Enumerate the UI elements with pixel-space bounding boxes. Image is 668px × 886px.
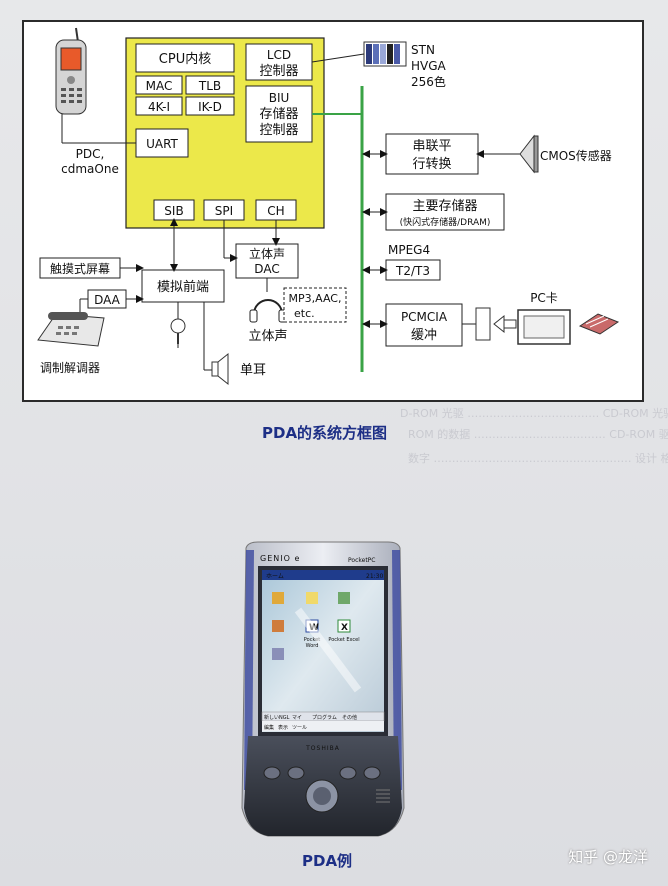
watermark: 知乎 @龙洋 (568, 848, 648, 866)
touch-screen-label: 触摸式屏幕 (50, 262, 110, 276)
figure-2-caption: PDA例 (302, 852, 353, 870)
cell-phone-icon (55, 27, 87, 115)
cpu-core-box (135, 43, 235, 73)
cmos-sensor-label: CMOS传感器 (540, 148, 612, 163)
cache-d-label: IK-D (198, 100, 222, 114)
analog-front-end-box (141, 269, 225, 303)
biu-controller-label: 控制器 (259, 123, 298, 138)
ghost-text-line3: 数字 ……………………………………………… 设计 格式 (408, 452, 668, 465)
serial-label-2: 行转换 (412, 157, 451, 172)
mp3-aac-label-1: MP3,AAC, (289, 292, 342, 305)
stereo-dac-label-1: 立体声 (249, 246, 285, 261)
serial-label-1: 串联平 (412, 139, 451, 154)
system-block-diagram: CPU内核 MAC TLB 4K-I IK-D LCD 控制器 BIU 存储器 … (22, 20, 644, 402)
pda-task-tool: ツール (292, 725, 307, 731)
memory-card-icon (578, 313, 620, 335)
mac-box (135, 75, 183, 95)
pda-hardware-buttons (263, 766, 381, 780)
uart-label: UART (146, 137, 178, 151)
figure-1-caption: PDA的系统方框图 (262, 424, 388, 442)
modem-label: 调制解调器 (40, 361, 100, 375)
pda-brand-label: GENIO e (260, 554, 300, 563)
ghost-text-line1: D-ROM 光驱 ……………………………… CD-ROM 光驱 (400, 407, 668, 420)
stereo-dac-label-2: DAC (254, 262, 279, 276)
pda-word-label-1: Pocket (304, 637, 320, 643)
pc-card-icon (517, 309, 571, 345)
uart-box (135, 128, 189, 158)
pc-card-slot-icon (475, 307, 517, 341)
lcd-label: LCD (267, 48, 291, 62)
hvga-label: HVGA (411, 59, 447, 73)
main-memory-label: 主要存储器 (412, 199, 477, 214)
microphone-icon (170, 318, 186, 344)
pcmcia-label: PCMCIA (401, 310, 448, 324)
pda-task-new: 新しいNGL (264, 714, 290, 721)
headphones-icon (249, 299, 287, 323)
ghost-text-line2: ROM 的数据 ……………………………… CD-ROM 驱动 (408, 428, 668, 441)
analog-front-end-label: 模拟前端 (157, 279, 209, 295)
t2t3-label: T2/T3 (395, 264, 430, 278)
buffer-label: 缓冲 (411, 328, 437, 343)
pda-task-prog: プログラム (312, 714, 337, 721)
stn-label: STN (411, 43, 435, 57)
pda-task-aux: その他 (342, 714, 357, 721)
lcd-panel-icon (363, 41, 407, 67)
cache-i-label: 4K-I (148, 100, 170, 114)
pda-word-label-2: Word (306, 643, 319, 649)
pda-task-my: マイ (292, 715, 302, 721)
tlb-box (185, 75, 235, 95)
cache-d-box (185, 96, 235, 116)
spi-label: SPI (215, 204, 233, 218)
mpeg4-label: MPEG4 (388, 243, 430, 257)
pda-title-bar (262, 570, 384, 580)
telephone-modem-icon (37, 312, 105, 347)
main-memory-box (385, 193, 505, 231)
color-depth-label: 256色 (411, 75, 446, 89)
pdc-label: PDC, (76, 147, 105, 161)
pda-task-edit: 編集 (264, 724, 274, 731)
lcd-controller-label: 控制器 (259, 64, 298, 79)
block-diagram-svg: CPU内核 MAC TLB 4K-I IK-D LCD 控制器 BIU 存储器 … (37, 27, 620, 386)
pda-title: ホーム (266, 573, 284, 580)
pda-excel-label: Pocket Excel (328, 637, 359, 643)
biu-box (245, 85, 313, 143)
sib-label: SIB (164, 204, 183, 218)
pc-card-label: PC卡 (530, 291, 558, 305)
pda-excel-icon: X (341, 623, 348, 633)
cache-i-box (135, 96, 183, 116)
tlb-label: TLB (198, 79, 221, 93)
cdmaone-label: cdmaOne (61, 162, 119, 176)
pda-device-photo: GENIO e PocketPC ホーム 21:30 W X Pocket Wo… (238, 540, 408, 838)
biu-label: BIU (269, 91, 290, 105)
cmos-sensor-icon (519, 134, 539, 174)
pda-time: 21:30 (366, 573, 383, 580)
main-memory-sublabel: (快闪式存储器/DRAM) (400, 216, 491, 228)
pda-maker-label: TOSHIBA (305, 745, 340, 752)
biu-memory-label: 存储器 (259, 107, 298, 122)
lcd-controller-box (245, 43, 313, 81)
mac-label: MAC (146, 79, 173, 93)
pda-pocketpc-label: PocketPC (348, 557, 376, 564)
pda-task-view: 表示 (278, 724, 288, 731)
pcmcia-buffer-box (385, 303, 463, 347)
serial-parallel-converter-box (385, 133, 479, 175)
cpu-core-label: CPU内核 (159, 51, 211, 67)
pda-app-icons (272, 592, 351, 660)
mp3-aac-label-2: etc. (294, 307, 315, 320)
daa-label: DAA (94, 293, 121, 307)
ch-label: CH (267, 204, 284, 218)
speaker-icon (211, 352, 229, 386)
mono-label: 单耳 (240, 363, 266, 378)
mp3-aac-dashed-box (283, 287, 347, 323)
stereo-label: 立体声 (248, 329, 287, 344)
